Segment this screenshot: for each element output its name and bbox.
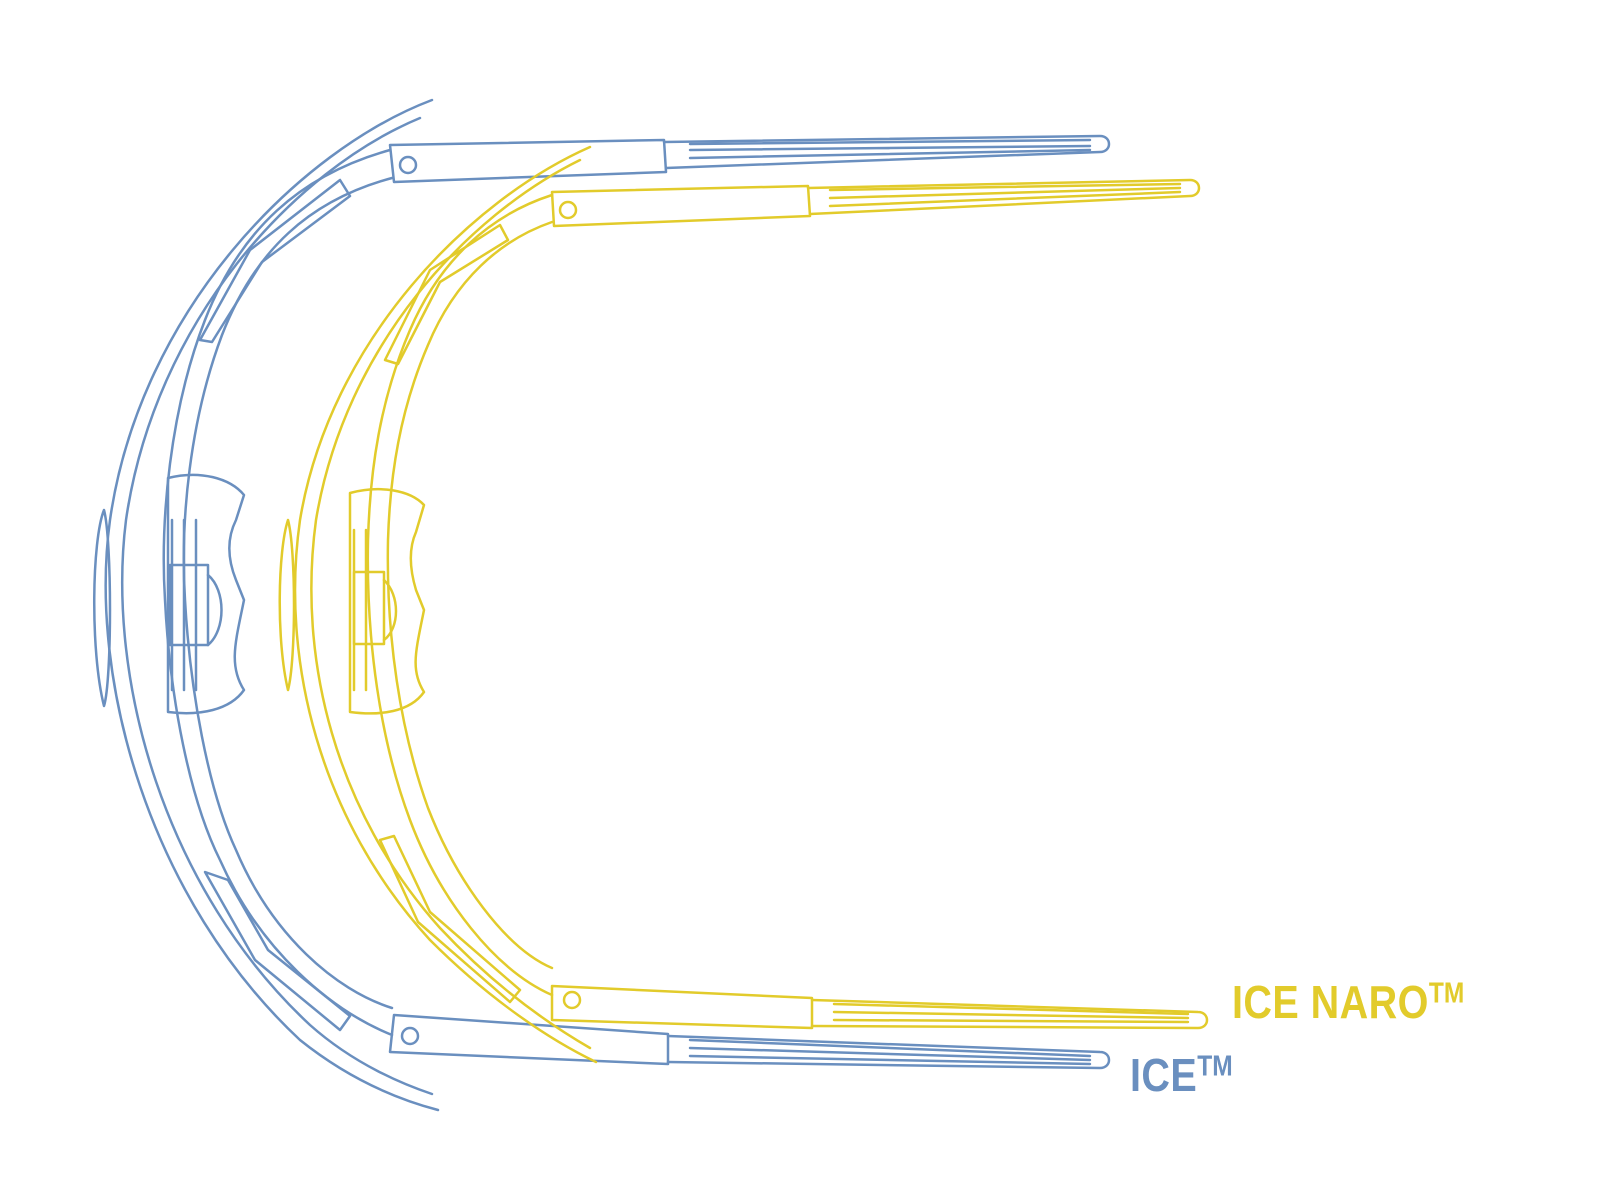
ice-trademark: TM	[1197, 1050, 1233, 1083]
ice-naro-label-name: ICE NARO	[1232, 976, 1429, 1028]
ice-label-name: ICE	[1130, 1049, 1198, 1101]
ice-naro-label: ICE NAROTM	[1232, 975, 1464, 1029]
ice-naro-trademark: TM	[1428, 977, 1465, 1010]
ice-frame-drawing	[92, 98, 1111, 1112]
ice-naro-frame-drawing	[278, 145, 1209, 1064]
ice-label: ICETM	[1130, 1048, 1233, 1102]
